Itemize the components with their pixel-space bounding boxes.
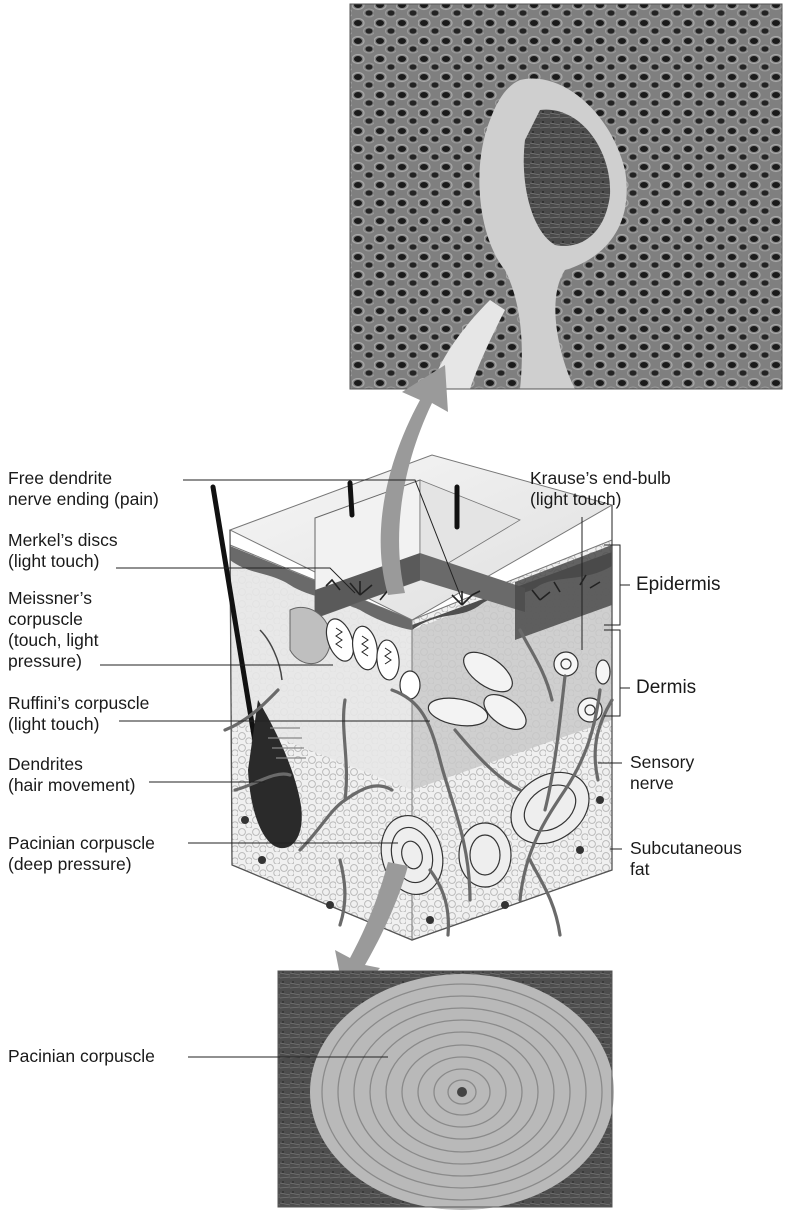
label-line: Epidermis [636, 574, 720, 595]
label-line: Dendrites [8, 754, 135, 775]
label-line: (touch, light [8, 630, 98, 651]
label-line: Pacinian corpuscle [8, 1046, 155, 1067]
label-line: fat [630, 859, 742, 880]
micrograph-epidermis [350, 4, 782, 389]
label-krause-end-bulb: Krause’s end-bulb (light touch) [530, 468, 671, 510]
label-sensory-nerve: Sensory nerve [630, 752, 694, 794]
label-line: (deep pressure) [8, 854, 155, 875]
label-free-dendrite: Free dendrite nerve ending (pain) [8, 468, 159, 510]
label-pacinian-deep-pressure: Pacinian corpuscle (deep pressure) [8, 833, 155, 875]
label-line: Merkel’s discs [8, 530, 118, 551]
label-line: (light touch) [8, 551, 118, 572]
micrograph-pacinian [278, 971, 614, 1210]
label-line: Ruffini’s corpuscle [8, 693, 149, 714]
label-line: (light touch) [8, 714, 149, 735]
label-dendrites: Dendrites (hair movement) [8, 754, 135, 796]
label-line: Dermis [636, 677, 696, 698]
label-line: nerve ending (pain) [8, 489, 159, 510]
label-line: Pacinian corpuscle [8, 833, 155, 854]
label-line: corpuscle [8, 609, 98, 630]
label-line: Sensory [630, 752, 694, 773]
label-line: Subcutaneous [630, 838, 742, 859]
label-line: (hair movement) [8, 775, 135, 796]
label-meissner-corpuscle: Meissner’s corpuscle (touch, light press… [8, 588, 98, 672]
label-pacinian-corpuscle-micrograph: Pacinian corpuscle [8, 1046, 155, 1067]
label-line: pressure) [8, 651, 98, 672]
label-line: nerve [630, 773, 694, 794]
label-merkel-discs: Merkel’s discs (light touch) [8, 530, 118, 572]
label-line: Meissner’s [8, 588, 98, 609]
label-epidermis: Epidermis [636, 574, 720, 595]
label-ruffini-corpuscle: Ruffini’s corpuscle (light touch) [8, 693, 149, 735]
label-line: Krause’s end-bulb [530, 468, 671, 489]
label-line: (light touch) [530, 489, 671, 510]
label-line: Free dendrite [8, 468, 159, 489]
label-dermis: Dermis [636, 677, 696, 698]
label-subcutaneous-fat: Subcutaneous fat [630, 838, 742, 880]
